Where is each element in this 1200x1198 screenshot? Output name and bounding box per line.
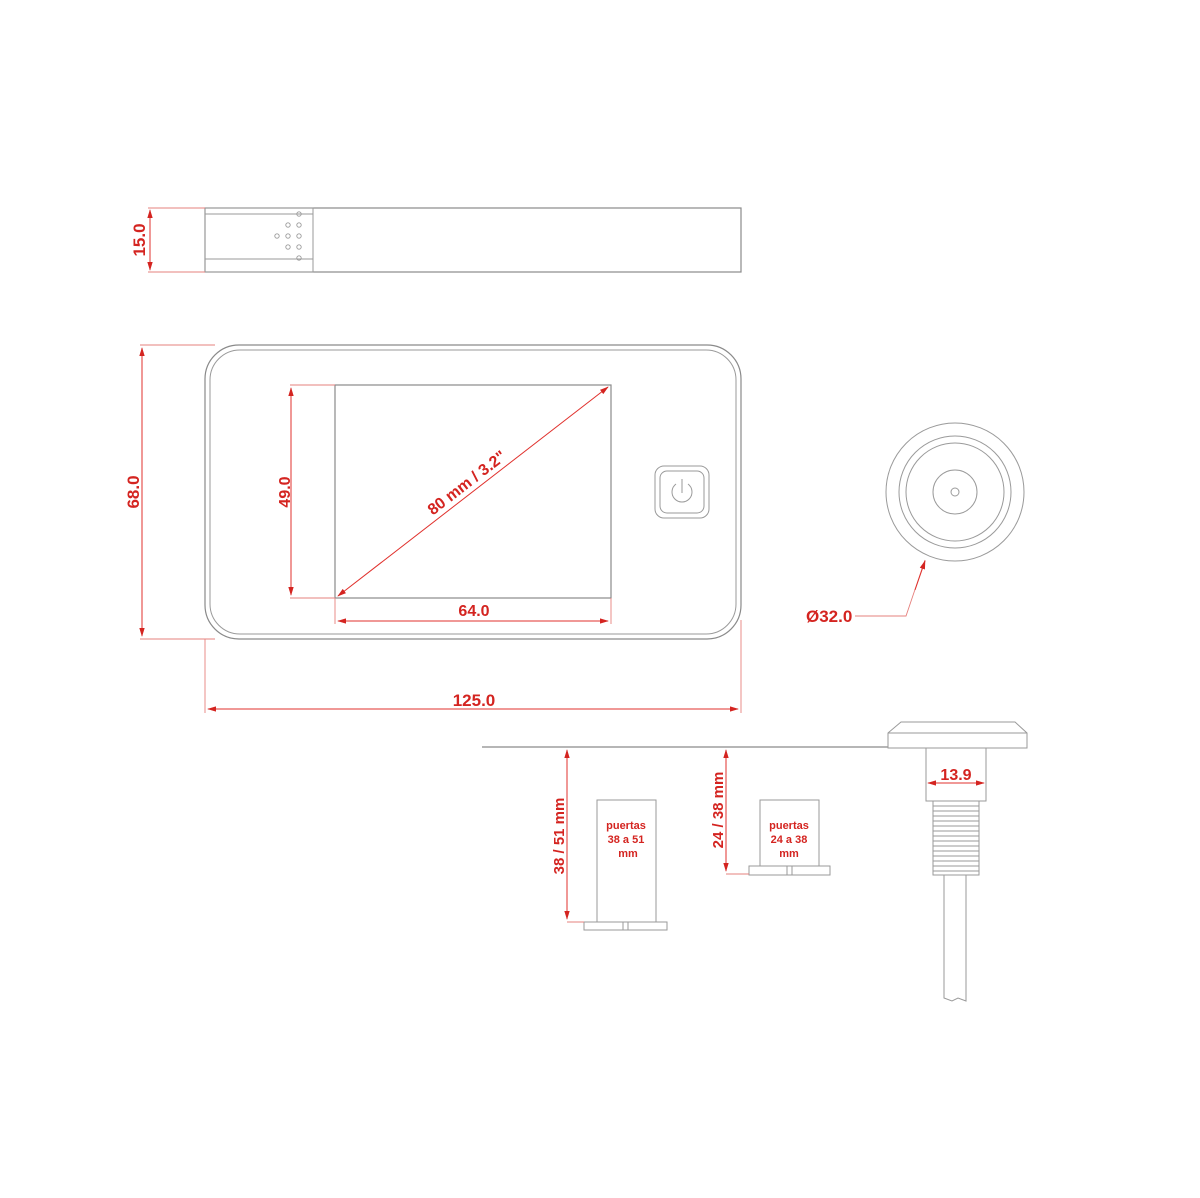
- power-icon: [671, 479, 693, 503]
- lens-view: Ø32.0: [806, 422, 1025, 626]
- threaded-shaft: [932, 800, 980, 876]
- screen-diagonal-label: 80 mm / 3.2": [425, 448, 510, 519]
- door-section: 38 / 51 mm puertas 38 a 51 mm 24 / 38 mm…: [482, 721, 1028, 1002]
- thick-door-note: 38 a 51: [608, 834, 645, 846]
- shaft-diameter-label: 13.9: [940, 767, 971, 784]
- screen-diagonal-dimension: [337, 386, 609, 597]
- thin-door-note: 24 a 38: [771, 834, 808, 846]
- power-button: [654, 465, 710, 519]
- device-body-outline: [204, 344, 742, 640]
- cable: [943, 875, 967, 1002]
- height-label: 68.0: [124, 475, 143, 508]
- speaker-grille-icon: [274, 211, 302, 261]
- thickness-label: 15.0: [130, 223, 149, 256]
- screen-outline: [334, 384, 612, 599]
- side-view: 15.0: [130, 207, 742, 273]
- thin-door-range-label: 24 / 38 mm: [710, 772, 727, 849]
- thin-door-note: puertas: [769, 820, 809, 832]
- screen-height-label: 49.0: [277, 476, 294, 507]
- thick-door-adapter: 38 / 51 mm puertas 38 a 51 mm: [551, 749, 668, 931]
- thin-door-adapter: 24 / 38 mm puertas 24 a 38 mm: [710, 749, 831, 876]
- lens-side-profile: 13.9: [887, 721, 1028, 1002]
- thin-door-note: mm: [779, 848, 799, 860]
- thick-door-note: mm: [618, 848, 638, 860]
- screen-width-label: 64.0: [458, 603, 489, 620]
- thick-door-note: puertas: [606, 820, 646, 832]
- width-label: 125.0: [453, 691, 496, 710]
- lens-outer-ring: [885, 422, 1025, 562]
- lens-glass: [932, 469, 978, 515]
- diameter-label: Ø32.0: [806, 607, 852, 626]
- front-view: 49.0 64.0 80 mm / 3.2" 68.0 125.0: [124, 344, 742, 713]
- side-body-outline: [204, 207, 742, 273]
- thick-door-range-label: 38 / 51 mm: [551, 798, 568, 875]
